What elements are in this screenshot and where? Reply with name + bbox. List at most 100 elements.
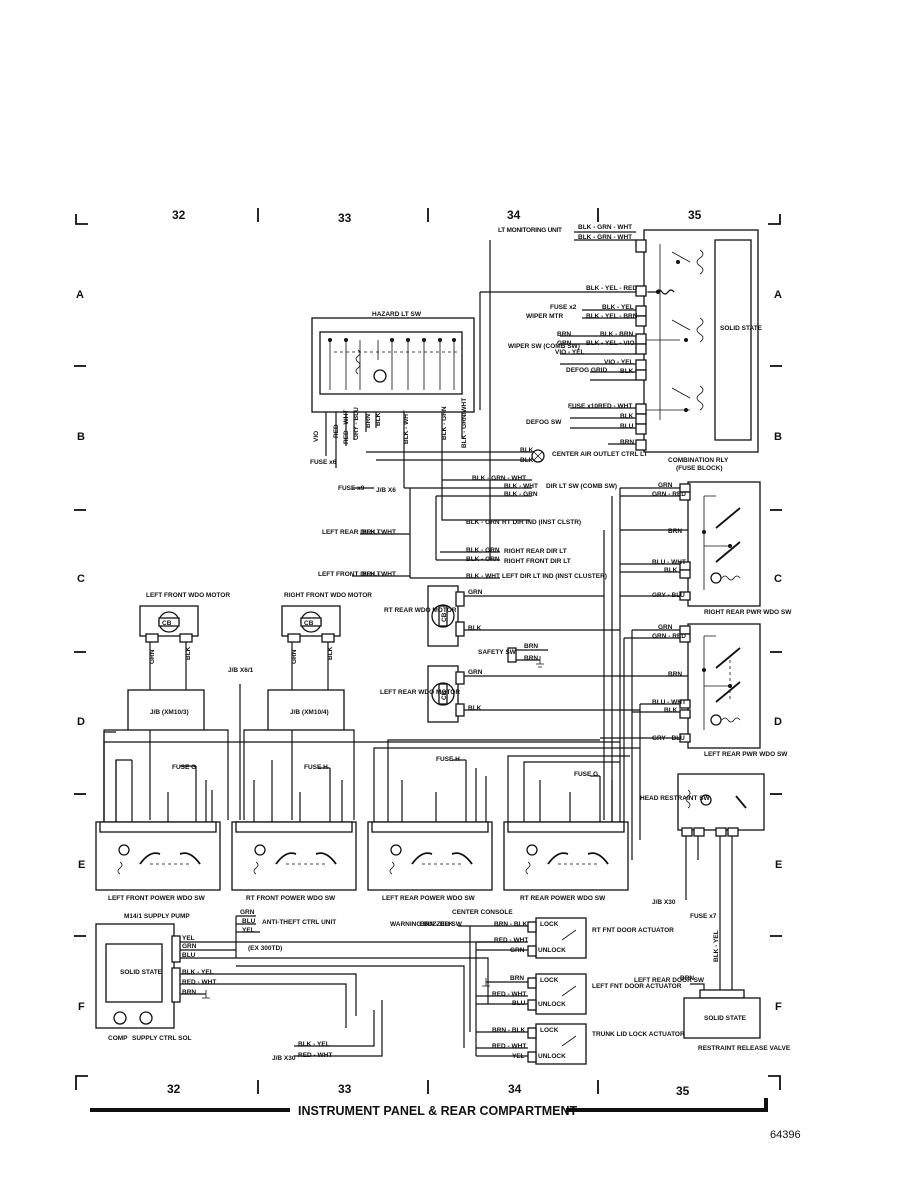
left-rear-door-sw-label: LEFT REAR DOOR SW — [634, 977, 705, 984]
rt-fnt-actuator-label: RT FNT DOOR ACTUATOR — [592, 927, 674, 934]
row-label-a-right: A — [774, 289, 782, 301]
warning-buzzer-label: WARNING BUZZER SW — [390, 921, 463, 928]
left-rear-motor-label: LEFT REAR WDO MOTOR — [380, 689, 460, 696]
jb-xm104-label: J/B (XM10/4) — [290, 709, 329, 716]
right-rear-pwr-label: RIGHT REAR PWR WDO SW — [704, 609, 792, 616]
rf-pwr-sw-label: RT FRONT POWER WDO SW — [246, 895, 336, 902]
rf-power-wdo-sw — [231, 760, 357, 891]
left-rear-dir-label: LEFT REAR DIR LT — [322, 529, 381, 536]
fuse-x7-label: FUSE x7 — [690, 913, 717, 920]
right-rear-pwr-wdo-sw — [679, 481, 761, 607]
cb-label-rf: CB — [304, 620, 314, 627]
jb-xm10-4 — [239, 684, 355, 820]
row-label-f-right: F — [775, 1001, 782, 1013]
wire-brn-2: BRN — [620, 439, 634, 446]
col-label-35-top: 35 — [688, 208, 702, 222]
rt-dir-ind-label: RT DIR IND (INST CLSTR) — [502, 519, 581, 526]
wire-grn-red-rr: GRN - RED — [652, 491, 686, 498]
row-label-e-right: E — [775, 859, 782, 871]
col-label-32-top: 32 — [172, 208, 186, 222]
row-label-b-right: B — [774, 431, 782, 443]
fuse-h-label-2: FUSE H — [436, 756, 460, 763]
fuse-g-label-2: FUSE G — [574, 771, 598, 778]
safety-sw-label: SAFETY SW — [478, 649, 517, 656]
combination-relay — [635, 229, 759, 453]
wire-blk-rr: BLK — [664, 567, 678, 574]
wire-brn-safety-2: BRN — [524, 655, 538, 662]
wire-blk-rfm: BLK — [327, 646, 334, 660]
wire-blk-4: BLK — [520, 457, 534, 464]
wire-red-wht-1: RED - WHT — [598, 403, 632, 410]
wire-blk-yel-brn: BLK - YEL - BRN — [586, 313, 638, 320]
wire-brn-vertical: BRN — [365, 414, 372, 428]
lr-power-wdo-sw — [367, 759, 493, 891]
wire-blu-wht-lr: BLU - WHT — [652, 699, 686, 706]
wire-blk-wht-3: BLK - WHT — [362, 571, 396, 578]
unlock-label-2: UNLOCK — [538, 1001, 566, 1008]
wire-blk-grn-wht-vertical: BLK - GRN/WHT — [461, 398, 468, 448]
wire-blk-grn-4: BLK - GRN — [466, 556, 500, 563]
wire-blk-yel-x30: BLK - YEL — [298, 1041, 330, 1048]
cb-label-rr: CB — [441, 612, 448, 622]
rr-pwr-sw-label: RT REAR POWER WDO SW — [520, 895, 606, 902]
right-rear-pwr-wires — [603, 487, 688, 850]
unlock-label-3: UNLOCK — [538, 1053, 566, 1060]
wire-blk-wht-vertical: BLK - WHT — [403, 410, 410, 444]
wire-grn-red-lr: GRN - RED — [652, 633, 686, 640]
lf-pwr-sw-label: LEFT FRONT POWER WDO SW — [108, 895, 206, 902]
wire-blk-yel-vio: BLK - YEL - VIO — [586, 340, 635, 347]
wire-brn-lf: BRN — [510, 975, 524, 982]
wire-brn-blk-wb: BRN - BLK — [420, 921, 454, 928]
frame — [74, 208, 782, 1094]
anti-theft-label: ANTI-THEFT CTRL UNIT — [262, 919, 336, 926]
lock-label-2: LOCK — [540, 977, 559, 984]
jb-x6-label: J/B X6 — [376, 487, 396, 494]
wire-brn-blk-1: BRN - BLK — [494, 921, 528, 928]
row-label-c-right: C — [774, 573, 782, 585]
left-front-wdo-motor — [139, 605, 199, 690]
left-rear-pwr-wires — [600, 629, 688, 860]
wire-blk-vertical: BLK — [375, 412, 382, 426]
fuse-g-label-1: FUSE G — [172, 764, 196, 771]
wire-blk-brn: BLK - BRN — [600, 331, 634, 338]
wire-grn-lr: GRN — [658, 624, 673, 631]
wire-grn-lfm: GRN — [149, 649, 156, 664]
dir-lt-wires — [352, 440, 532, 579]
col-label-34-top: 34 — [507, 208, 521, 222]
fuse-x10-label: FUSE x10 — [568, 403, 598, 410]
lock-label-1: LOCK — [540, 921, 559, 928]
supply-ctrl-label: SUPPLY CTRL SOL — [132, 1035, 192, 1042]
wire-brn-lrd: BRN — [680, 975, 694, 982]
wire-blk-2: BLK — [620, 413, 634, 420]
wire-yel-at: YEL — [242, 927, 255, 934]
switch-bus-wires — [104, 731, 640, 780]
left-fnt-actuator-label: LEFT FNT DOOR ACTUATOR — [592, 983, 682, 990]
jb-xm103-label: J/B (XM10/3) — [150, 709, 189, 716]
trunk-actuator-label: TRUNK LID LOCK ACTUATOR — [592, 1031, 685, 1038]
wire-blk-wht-2: BLK - WHT — [362, 529, 396, 536]
jb-x30-label-right: J/B X30 — [652, 899, 676, 906]
lt-monitoring-label: LT MONITORING UNIT — [498, 227, 562, 234]
left-dir-ind-label: LEFT DIR LT IND (INST CLUSTER) — [502, 573, 607, 580]
wire-blk-lrm: BLK — [468, 705, 482, 712]
jb-x61-label: J/B X6/1 — [228, 667, 254, 674]
comp-label: COMP — [108, 1035, 128, 1042]
wire-red-wht-tr: RED - WHT — [492, 1043, 526, 1050]
dir-lt-sw-label: DIR LT SW (COMB SW) — [546, 483, 617, 490]
row-label-c-left: C — [77, 573, 85, 585]
jb-x30-label-left: J/B X30 — [272, 1055, 296, 1062]
wire-gry-blu-vertical: GRY - BLU — [353, 407, 360, 440]
wire-brn-rr: BRN — [668, 528, 682, 535]
jb-xm10-3 — [103, 689, 229, 820]
wire-red-wht-vertical: RED - WHT — [343, 410, 350, 444]
unlock-label-1: UNLOCK — [538, 947, 566, 954]
wire-blk-3: BLK — [520, 447, 534, 454]
wire-blu-wht-rr: BLU - WHT — [652, 559, 686, 566]
wire-blu-1: BLU — [620, 423, 634, 430]
col-label-32-bottom: 32 — [167, 1082, 181, 1096]
restraint-release-valve — [683, 983, 761, 1039]
restraint-solid-state-label: SOLID STATE — [704, 1015, 747, 1022]
defog-sw-label: DEFOG SW — [526, 419, 562, 426]
wire-blk-grn-1: BLK - GRN — [504, 491, 538, 498]
center-console-label: CENTER CONSOLE — [452, 909, 513, 916]
